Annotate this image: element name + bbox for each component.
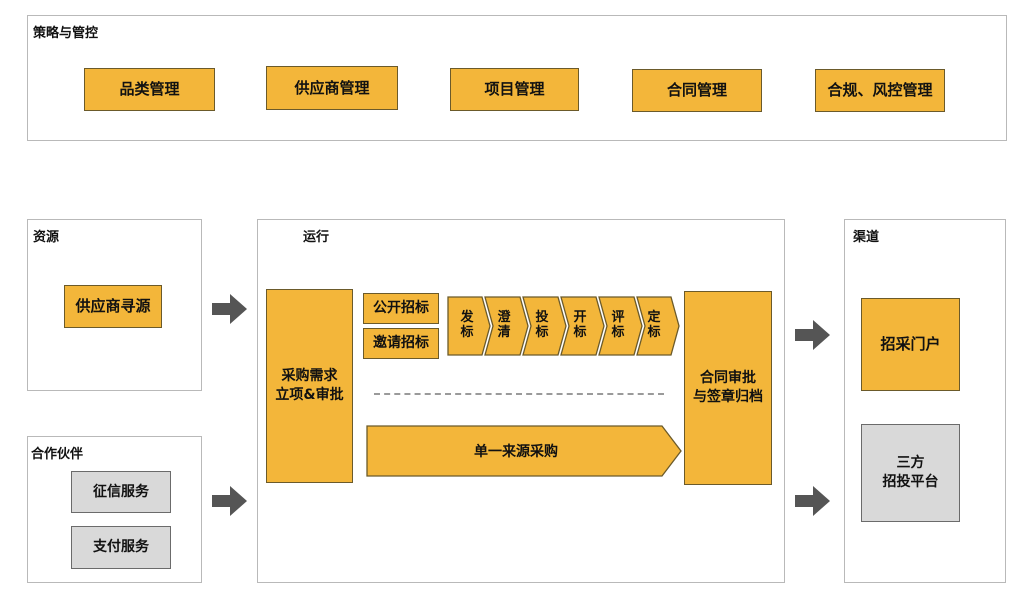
step-open-label: 开 标 (573, 310, 587, 340)
category-management-box: 品类管理 (84, 68, 215, 111)
public-tender-box: 公开招标 (363, 293, 439, 324)
step-bid-label: 投 标 (535, 310, 549, 340)
step-chevron (560, 296, 605, 356)
procurement-portal-box: 招采门户 (861, 298, 960, 391)
step-chevron (522, 296, 567, 356)
arrow-right-icon (795, 486, 830, 516)
step-chevron (484, 296, 529, 356)
compliance-risk-box: 合规、风控管理 (815, 69, 945, 112)
invited-tender-box: 邀请招标 (363, 328, 439, 359)
contract-approval-box: 合同审批 与签章归档 (684, 291, 772, 485)
tender-steps-chevrons (447, 296, 680, 356)
supplier-sourcing-box: 供应商寻源 (64, 285, 162, 328)
step-clarify-label: 澄 清 (497, 310, 511, 340)
resources-title: 资源 (33, 230, 60, 245)
channels-title: 渠道 (853, 230, 880, 245)
step-award-label: 定 标 (647, 310, 661, 340)
step-evaluate-label: 评 标 (611, 310, 625, 340)
dashed-divider (374, 393, 664, 395)
supplier-management-box: 供应商管理 (266, 66, 398, 110)
partners-title: 合作伙伴 (31, 447, 84, 462)
payment-service-box: 支付服务 (71, 526, 171, 569)
step-chevron (447, 296, 491, 356)
single-source-arrow (366, 425, 682, 477)
procurement-request-box: 采购需求 立项&审批 (266, 289, 353, 483)
channels-panel (844, 219, 1006, 583)
step-chevron (598, 296, 643, 356)
credit-service-box: 征信服务 (71, 471, 171, 513)
strategy-title: 策略与管控 (33, 26, 99, 41)
project-management-box: 项目管理 (450, 68, 579, 111)
arrow-right-icon (212, 294, 247, 324)
single-source-label: 单一来源采购 (474, 444, 558, 460)
arrow-right-icon (795, 320, 830, 350)
arrow-right-icon (212, 486, 247, 516)
step-chevron (636, 296, 680, 356)
contract-management-box: 合同管理 (632, 69, 762, 112)
third-party-platform-box: 三方 招投平台 (861, 424, 960, 522)
operation-title: 运行 (303, 230, 330, 245)
step-issue-label: 发 标 (460, 310, 474, 340)
